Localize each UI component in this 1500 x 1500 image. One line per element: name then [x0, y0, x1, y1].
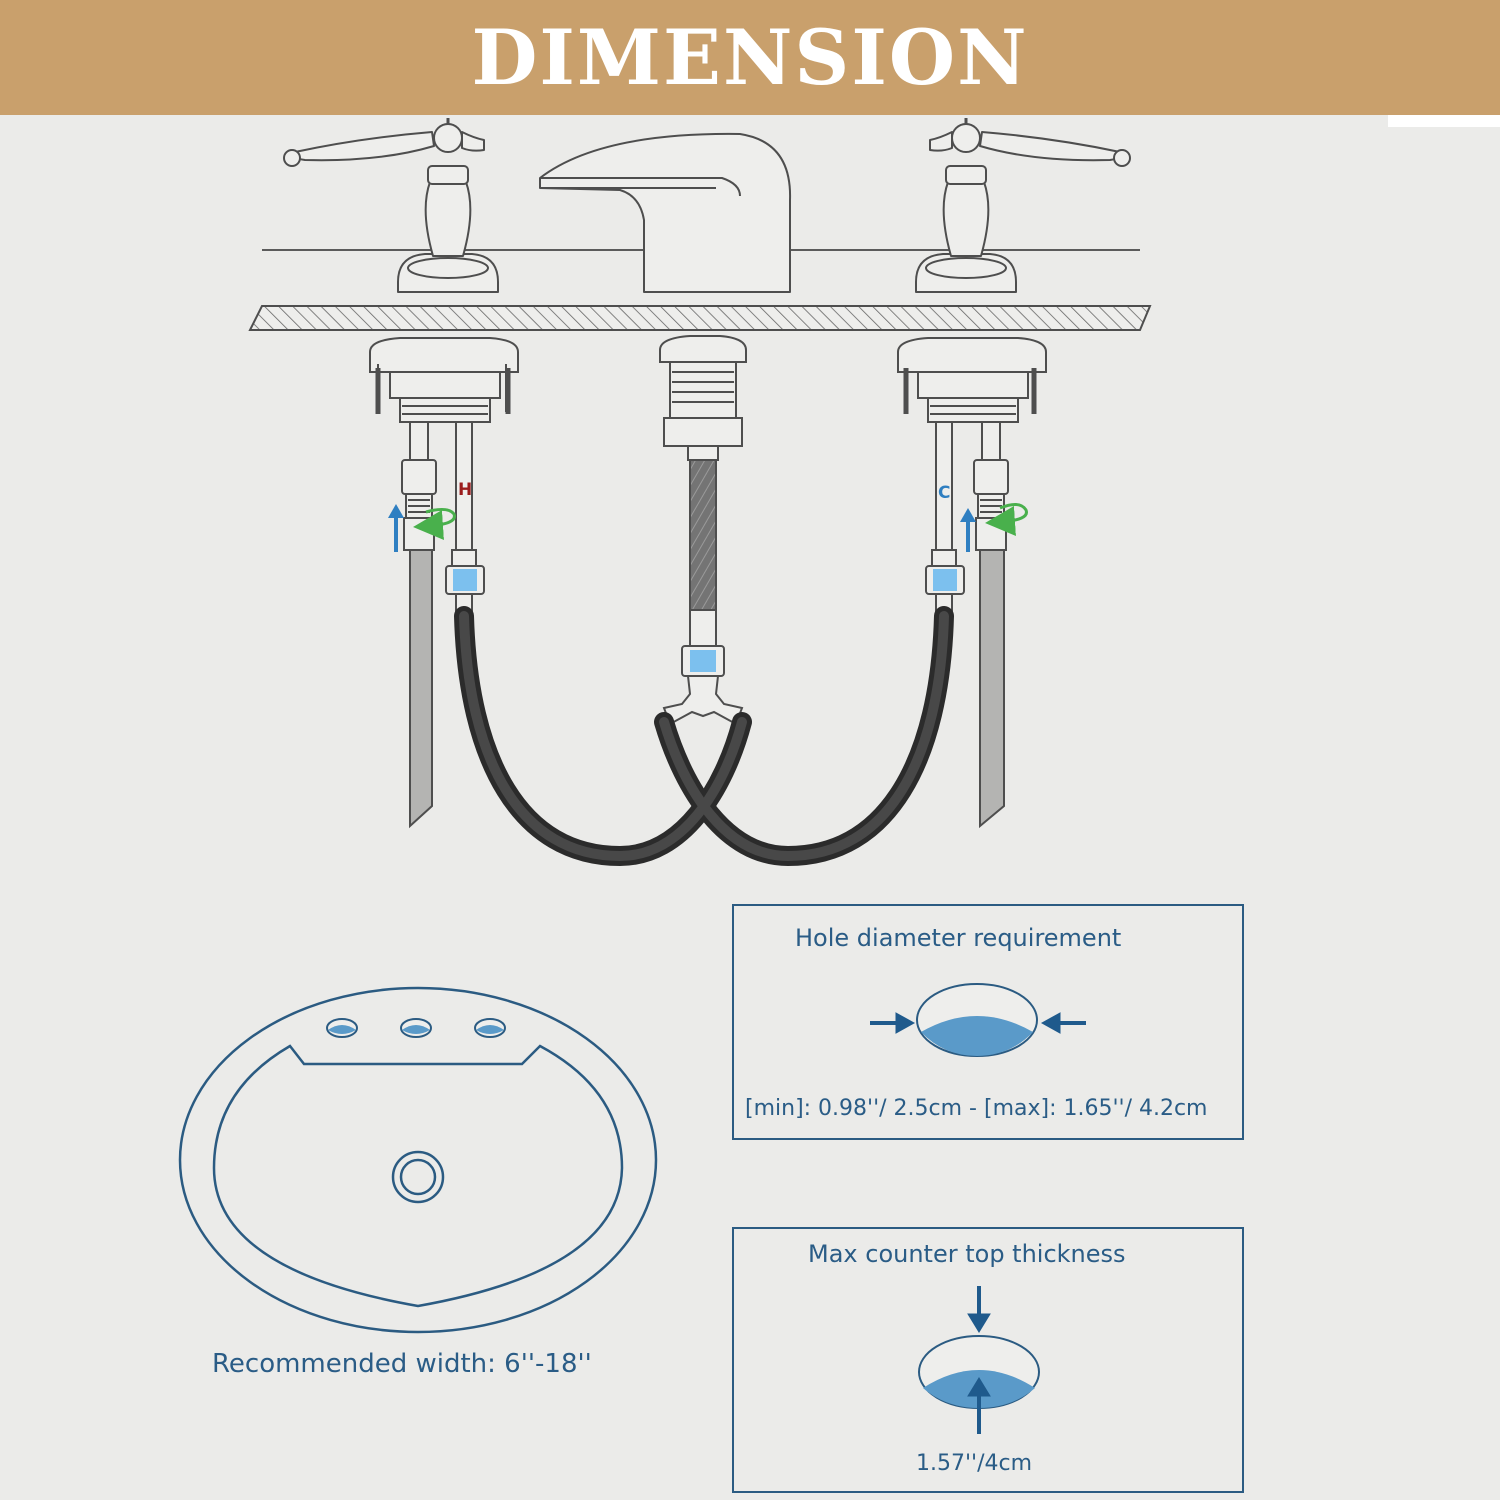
hot-mark: H [458, 480, 472, 500]
waterfall-spout [539, 132, 792, 293]
right-rotate-arrow-icon [985, 503, 1028, 536]
countertop-section [248, 305, 1152, 331]
spout-y-connector [662, 675, 744, 726]
right-valve-bolts [903, 368, 1037, 414]
left-supply-pipe [409, 549, 433, 829]
spout-connector [689, 609, 717, 647]
flexible-hoses [454, 606, 954, 867]
left-cold-inlet-stem [401, 421, 437, 551]
left-hot-stem [451, 421, 477, 567]
banner-notch [1388, 115, 1500, 127]
page-title: DIMENSION [471, 12, 1029, 102]
left-valve-body [369, 337, 519, 423]
right-hose-coupling-nut [925, 565, 965, 615]
sink-width-caption: Recommended width: 6''-18'' [212, 1349, 592, 1379]
left-handle [283, 118, 499, 293]
right-inlet-stem [973, 421, 1009, 551]
right-supply-pipe [979, 549, 1005, 829]
hole-diameter-illustration [916, 983, 1038, 1057]
left-hose-coupling-nut [445, 565, 485, 615]
right-valve-body [897, 337, 1047, 423]
inward-arrows-icon [870, 1012, 1086, 1034]
sink-faucet-holes [326, 1018, 506, 1038]
spout-braided-hose [689, 459, 717, 611]
thickness-illustration [918, 1335, 1040, 1409]
spout-shank [659, 335, 747, 461]
spout-coupling-nut [681, 645, 725, 677]
left-up-arrow-icon [388, 504, 404, 552]
left-rotate-arrow-icon [413, 507, 456, 540]
right-up-arrow-icon [960, 508, 976, 552]
left-valve-bolts [375, 368, 511, 414]
header-banner: DIMENSION [0, 0, 1500, 115]
sink-basin [178, 986, 658, 1334]
thickness-value: 1.57''/4cm [916, 1451, 1033, 1476]
right-cold-stem [931, 421, 957, 567]
hole-diameter-range: [min]: 0.98''/ 2.5cm - [max]: 1.65''/ 4.… [745, 1096, 1208, 1121]
hole-diameter-title: Hole diameter requirement [795, 924, 1122, 952]
right-handle [915, 118, 1131, 293]
thickness-panel [732, 1227, 1244, 1493]
hole-diameter-panel [732, 904, 1244, 1140]
thickness-arrows-icon [967, 1286, 991, 1434]
cold-mark: C [938, 483, 950, 503]
thickness-title: Max counter top thickness [808, 1240, 1126, 1268]
